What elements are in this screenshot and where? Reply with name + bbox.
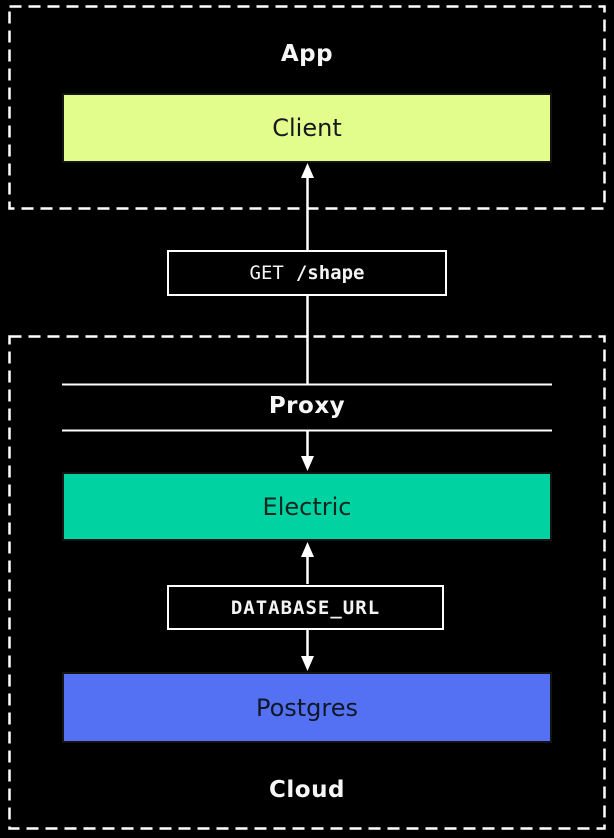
- cloud-group-border: [8, 335, 606, 830]
- edge-label-get-shape: GET /shape: [167, 250, 447, 296]
- node-client-label: Client: [272, 114, 342, 142]
- node-proxy-label: Proxy: [268, 393, 346, 419]
- node-client: Client: [62, 93, 552, 163]
- node-postgres-label: Postgres: [255, 693, 359, 722]
- node-postgres: Postgres: [62, 672, 552, 743]
- edge-label-database-url: DATABASE_URL: [167, 585, 444, 630]
- app-group-label: App: [280, 41, 334, 67]
- env-var-name: DATABASE_URL: [230, 596, 381, 619]
- node-electric: Electric: [62, 472, 552, 541]
- cloud-group-label: Cloud: [269, 777, 345, 803]
- arrowhead-up-client: [301, 163, 314, 178]
- arrowhead-down-electric: [301, 456, 314, 471]
- node-electric-label: Electric: [262, 492, 352, 521]
- http-method: GET: [249, 262, 284, 284]
- arrowhead-down-postgres: [301, 656, 314, 671]
- arrowhead-up-electric: [301, 542, 314, 557]
- http-path: /shape: [295, 262, 365, 284]
